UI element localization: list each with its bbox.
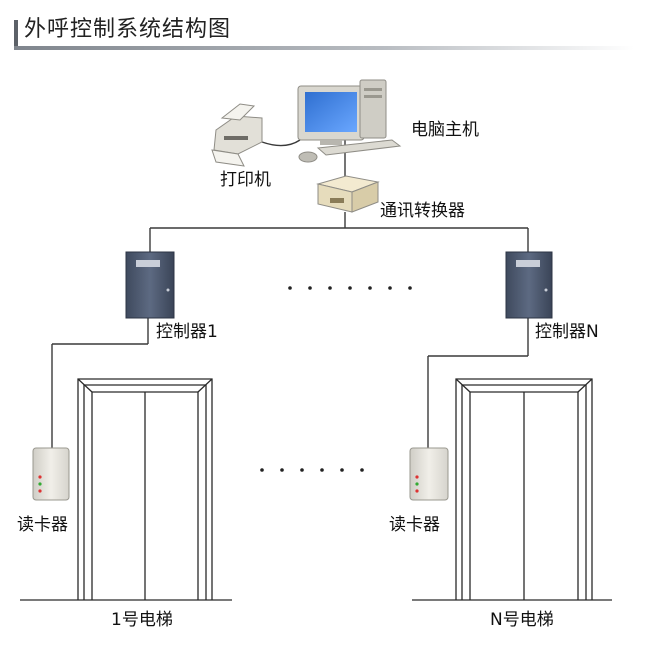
converter-label: 通讯转换器 (380, 201, 465, 221)
diagram-title: 外呼控制系统结构图 (24, 17, 232, 42)
controller-1-label: 控制器1 (156, 322, 218, 342)
ellipsis-top (288, 286, 412, 290)
elevator-n-label: N号电梯 (490, 610, 554, 630)
card-reader-n-icon (409, 447, 449, 501)
computer-icon (297, 79, 402, 163)
reader-1-label: 读卡器 (17, 515, 68, 535)
elevator-1-label: 1号电梯 (111, 610, 173, 630)
converter-icon (316, 175, 380, 213)
controller-1-icon (125, 251, 175, 319)
controller-n-label: 控制器N (535, 322, 599, 342)
controller-n-icon (505, 251, 553, 319)
computer-label: 电脑主机 (411, 120, 479, 140)
ellipsis-bottom (260, 468, 364, 472)
title-bar (14, 20, 634, 50)
elevator-n-icon (412, 378, 612, 601)
connection-lines (51, 139, 529, 448)
printer-icon (211, 103, 263, 167)
printer-label: 打印机 (220, 170, 271, 190)
reader-n-label: 读卡器 (389, 515, 440, 535)
elevator-1-icon (20, 378, 232, 601)
card-reader-1-icon (32, 447, 70, 501)
